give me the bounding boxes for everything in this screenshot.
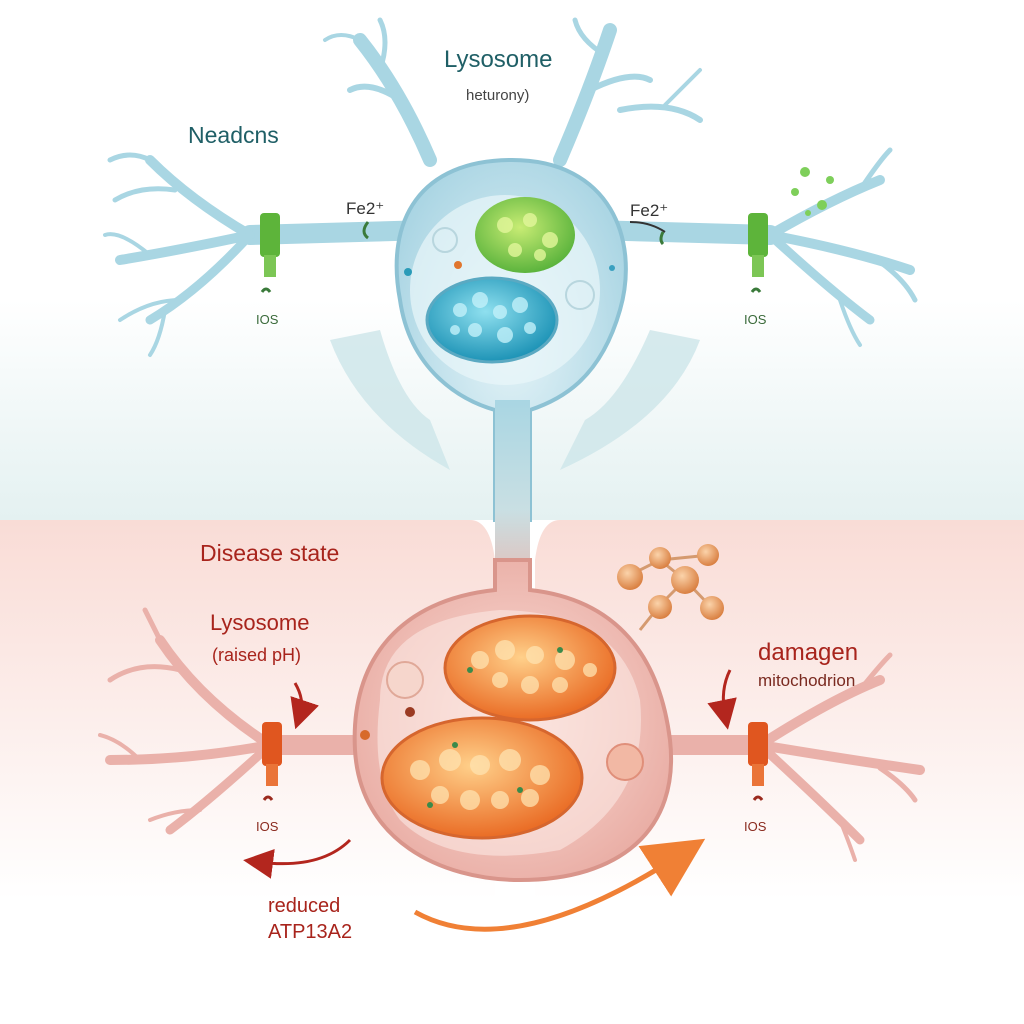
damaged-mitochondrion — [380, 716, 584, 840]
neuron-label: Neadcns — [188, 122, 279, 148]
disease-neuron — [98, 607, 925, 862]
healthy-lysosome-title: Lysosome — [444, 46, 553, 73]
arrow-to-mitochondrion — [707, 669, 737, 730]
lysosome-granules — [471, 640, 597, 694]
blue-lysosome-granules — [450, 292, 536, 343]
green-lysosome — [475, 197, 575, 273]
flow-arrow-right — [560, 330, 700, 470]
damaged-title: damagen — [758, 639, 859, 666]
healthy-lysosome-subtitle: heturony) — [466, 87, 530, 104]
vesicle — [432, 227, 458, 253]
damaged-lysosome — [443, 614, 617, 722]
curved-flow-arrow — [413, 838, 706, 932]
red-channel-right — [748, 722, 768, 786]
green-lysosome-granules — [497, 213, 558, 261]
arrow-reduced-atp — [243, 838, 352, 879]
red-channel-left — [262, 722, 282, 786]
vesicle — [386, 661, 424, 699]
vesicle — [606, 743, 644, 781]
iron-label-right: Fe2⁺ — [630, 201, 669, 220]
damaged-subtitle: mitochodrion — [758, 671, 856, 690]
flow-arrow-left — [330, 330, 450, 470]
disease-background — [0, 520, 1024, 900]
reduced-label: reduced — [268, 895, 341, 917]
ros-label-disease-right: IOS — [744, 819, 767, 834]
disease-lysosome-title: Lysosome — [210, 610, 310, 635]
ros-label-disease-left: IOS — [256, 819, 279, 834]
arrow-to-lysosome — [290, 682, 319, 730]
mitochondrion-granules — [410, 749, 550, 810]
ros-label-healthy-left: IOS — [256, 312, 279, 327]
disease-lysosome-subtitle: (raised pH) — [212, 645, 302, 665]
atp13a2-label: ATP13A2 — [268, 921, 353, 943]
green-particles — [791, 167, 834, 216]
iron-label-left: Fe2⁺ — [346, 199, 385, 218]
disease-state-heading: Disease state — [200, 540, 340, 566]
vesicle — [565, 280, 595, 310]
ros-label-healthy-right: IOS — [744, 312, 767, 327]
green-channel-right — [748, 213, 768, 277]
green-channel-left — [260, 213, 280, 277]
blue-lysosome — [425, 276, 559, 364]
iron-molecules — [617, 544, 724, 620]
